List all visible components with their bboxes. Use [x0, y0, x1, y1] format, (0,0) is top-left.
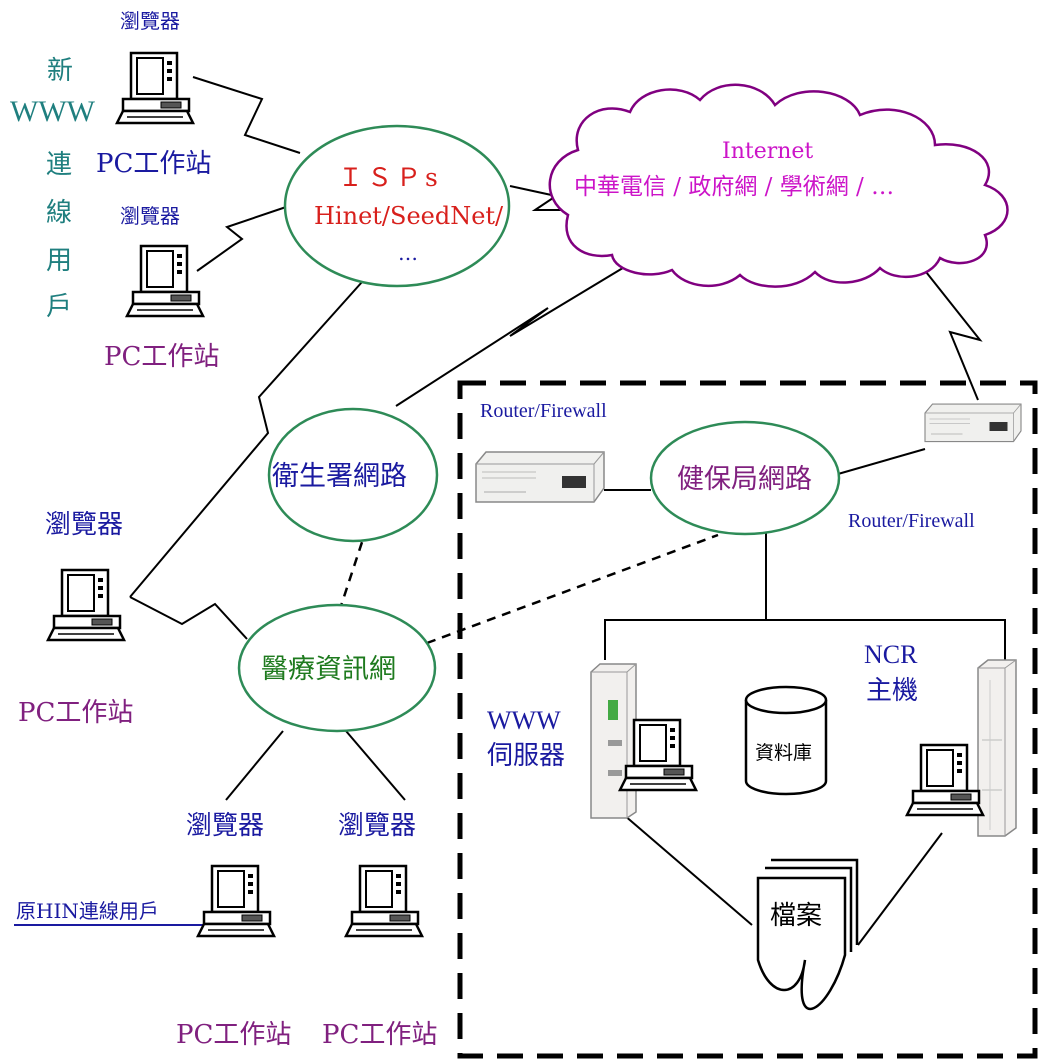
hin-pc-2: PC工作站 [322, 1020, 438, 1050]
pc-icon-hin-user-2 [344, 864, 424, 938]
link-leftpc-medical [129, 596, 248, 640]
router-left-icon [475, 451, 605, 503]
pc-icon-ncr [905, 743, 985, 817]
database-label: 資料庫 [755, 742, 813, 764]
medical-net-ellipse [237, 603, 437, 733]
doh-network-label: 衛生署網路 [272, 461, 407, 492]
new-user-title-char-1: 連 [46, 150, 73, 180]
pc-icon-hin-user-1 [196, 864, 276, 938]
link-pc2-isp [196, 204, 293, 272]
new-user-title-char-2: 線 [46, 198, 73, 228]
hin-users-label: 原HIN連線用戶 [16, 899, 159, 923]
new-user-browser-2: 瀏覽器 [120, 204, 180, 228]
medical-net-label: 醫療資訊網 [261, 654, 396, 685]
link-medical-nhi [426, 533, 719, 645]
left-station-browser: 瀏覽器 [45, 510, 124, 540]
new-user-title-char-4: 戶 [46, 292, 73, 322]
pc-icon-new-user-1 [115, 51, 195, 125]
new-user-title-line1: 新 [47, 56, 74, 86]
hin-browser-1: 瀏覽器 [186, 811, 265, 841]
hin-pc-1: PC工作站 [176, 1020, 292, 1050]
new-user-pc-1: PC工作站 [96, 149, 212, 179]
nhi-network-label: 健保局網路 [677, 464, 812, 495]
link-nhi-router2 [837, 448, 926, 475]
router-right-label: Router/Firewall [848, 510, 975, 532]
pc-icon-new-user-2 [125, 244, 205, 318]
link-medical-hin1 [225, 730, 284, 801]
server-bus [604, 619, 1006, 660]
link-ncr-files [857, 832, 943, 946]
link-www-files [623, 814, 753, 926]
internet-title: Internet [722, 139, 814, 164]
router-left-label: Router/Firewall [480, 400, 607, 422]
isps-members: Hinet/SeedNet/ [314, 202, 504, 230]
www-server-icon [590, 663, 637, 819]
database-icon [744, 685, 828, 796]
ncr-host-line1: NCR [864, 640, 918, 669]
router-right-icon [924, 403, 1022, 443]
connection-lines [14, 76, 1006, 946]
pc-icon-left-station [46, 568, 126, 642]
isps-title: ＩＳＰs [338, 163, 442, 192]
ncr-host-line2: 主機 [866, 676, 919, 706]
new-user-pc-2: PC工作站 [104, 342, 220, 372]
dashed-links [335, 526, 719, 645]
internet-cloud [548, 83, 1009, 288]
link-isp-internet [509, 185, 567, 211]
link-pc1-isp [192, 76, 301, 154]
files-label: 檔案 [770, 901, 823, 931]
hin-browser-2: 瀏覽器 [338, 811, 417, 841]
doh-network-ellipse [267, 407, 439, 543]
new-user-title-line2: WWW [10, 95, 95, 128]
isps-ellipse [283, 124, 511, 288]
link-doh-internet [395, 250, 652, 407]
link-internet-router [910, 252, 983, 401]
www-server-line1: WWW [487, 706, 561, 735]
new-user-title-char-3: 用 [46, 246, 73, 276]
nhi-network-ellipse [649, 420, 841, 536]
link-medical-hin2 [345, 730, 406, 801]
isps-ellipsis: … [398, 241, 418, 265]
internet-members: 中華電信 / 政府網 / 學術網 / … [574, 174, 895, 200]
link-isp-leftpc [129, 281, 363, 598]
files-icon [756, 858, 859, 1011]
ncr-host-icon [977, 659, 1017, 837]
www-server-line2: 伺服器 [487, 741, 566, 771]
new-user-browser-1: 瀏覽器 [120, 9, 180, 33]
nhi-boundary [457, 380, 1038, 1059]
left-station-pc: PC工作站 [18, 698, 134, 728]
